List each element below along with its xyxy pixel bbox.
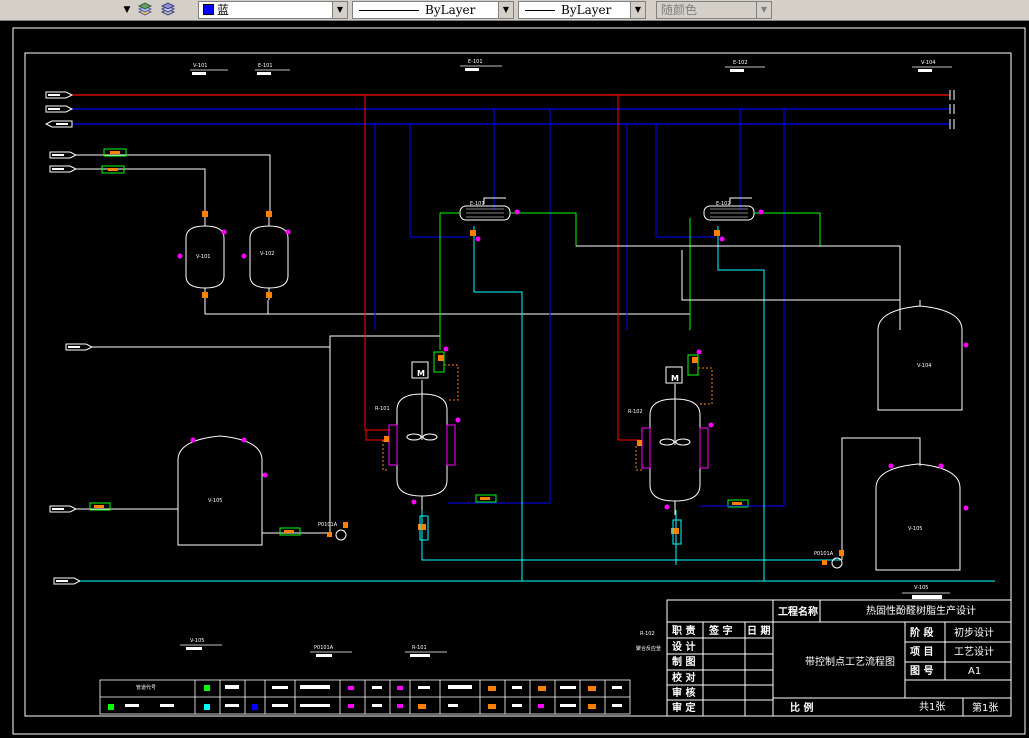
tb-scale-label: 比 例: [790, 703, 814, 714]
tb-total-sheets: 共1张: [919, 702, 946, 713]
tag-v105-left: V-105: [208, 498, 223, 504]
tag-e101-top: E-101: [258, 63, 273, 69]
tag-v104-top: V-104: [921, 60, 936, 66]
plotstyle-value: 随颜色: [661, 3, 698, 17]
legend-tag-p0101a: P0101A: [314, 645, 334, 651]
tag-r102: R-102: [628, 409, 643, 415]
lineweight-value: ByLayer: [561, 3, 612, 17]
chevron-down-icon[interactable]: ▼: [332, 2, 347, 18]
tag-e101b-top: E-101: [468, 59, 483, 65]
tb-role-6: 审 定: [672, 703, 696, 714]
drawing-canvas[interactable]: V-101 E-101 E-101 E-102 V-104 V-101 V-10…: [0, 20, 1029, 738]
tag-v102: V-102: [260, 251, 275, 257]
legend-tag-v105: V-105: [190, 638, 205, 644]
tag-v101: V-101: [196, 254, 211, 260]
tb-drawing-title: 带控制点工艺流程图: [805, 657, 895, 668]
tb-date-header: 日 期: [747, 626, 771, 637]
legend-tag-r102: R-102: [640, 631, 655, 637]
tag-e101: E-101: [470, 201, 485, 207]
chevron-down-icon[interactable]: ▼: [498, 2, 513, 18]
chevron-down-icon[interactable]: ▼: [630, 2, 645, 18]
tb-role-5: 审 核: [672, 688, 696, 699]
pid-drawing: [12, 27, 1026, 735]
plotstyle-combo: 随颜色 ▼: [656, 1, 772, 19]
properties-toolbar: ▼ 蓝 ▼ ByLayer ▼ ByLayer ▼ 随颜色 ▼: [0, 0, 1029, 21]
tag-v105-right: V-105: [908, 526, 923, 532]
tb-sheet-no: 第1张: [972, 703, 999, 714]
tag-v104: V-104: [917, 363, 932, 369]
tb-drawing-no-value: A1: [968, 666, 982, 677]
tb-role-3: 制 图: [672, 657, 696, 668]
legend-tag-r101: R-101: [412, 645, 427, 651]
motor-r102: M: [671, 374, 679, 383]
tag-pump-right: P0101A: [814, 551, 834, 557]
tb-stage-label: 阶 段: [910, 628, 934, 639]
lineweight-combo[interactable]: ByLayer ▼: [518, 1, 646, 19]
tb-item-value: 工艺设计: [954, 647, 994, 658]
blue-swatch: [203, 4, 214, 15]
linetype-value: ByLayer: [425, 3, 476, 17]
color-combo[interactable]: 蓝 ▼: [198, 1, 348, 19]
chevron-down-icon: ▼: [756, 2, 771, 18]
tb-role-2: 设 计: [672, 642, 696, 653]
color-value: 蓝: [217, 3, 230, 17]
tb-stage-value: 初步设计: [954, 628, 994, 639]
legend-tag-r102-sub: 聚合反应釜: [636, 646, 662, 652]
tag-v101-top: V-101: [193, 63, 208, 69]
tag-v105-bottom: V-105: [914, 585, 929, 591]
legend-head: 管道代号: [136, 685, 157, 691]
layer-dropdown-arrow[interactable]: ▼: [123, 5, 131, 15]
motor-r101: M: [417, 369, 425, 378]
tag-e102-top: E-102: [733, 60, 748, 66]
tb-sig-header: 签 字: [709, 626, 733, 637]
tb-drawing-no-label: 图 号: [910, 666, 934, 677]
tag-r101: R-101: [375, 406, 390, 412]
linetype-combo[interactable]: ByLayer ▼: [352, 1, 514, 19]
layer-states-icon[interactable]: [160, 2, 176, 18]
tag-e102: E-102: [716, 201, 731, 207]
tag-pump-left: P0101A: [318, 522, 338, 528]
tb-project-label: 工程名称: [778, 607, 818, 618]
layer-previous-icon[interactable]: [137, 2, 153, 18]
tb-item-label: 项 目: [910, 647, 934, 658]
tb-role-1: 职 责: [672, 626, 696, 637]
tb-role-4: 校 对: [672, 673, 696, 684]
tb-project-value: 热固性酚醛树脂生产设计: [866, 606, 976, 617]
